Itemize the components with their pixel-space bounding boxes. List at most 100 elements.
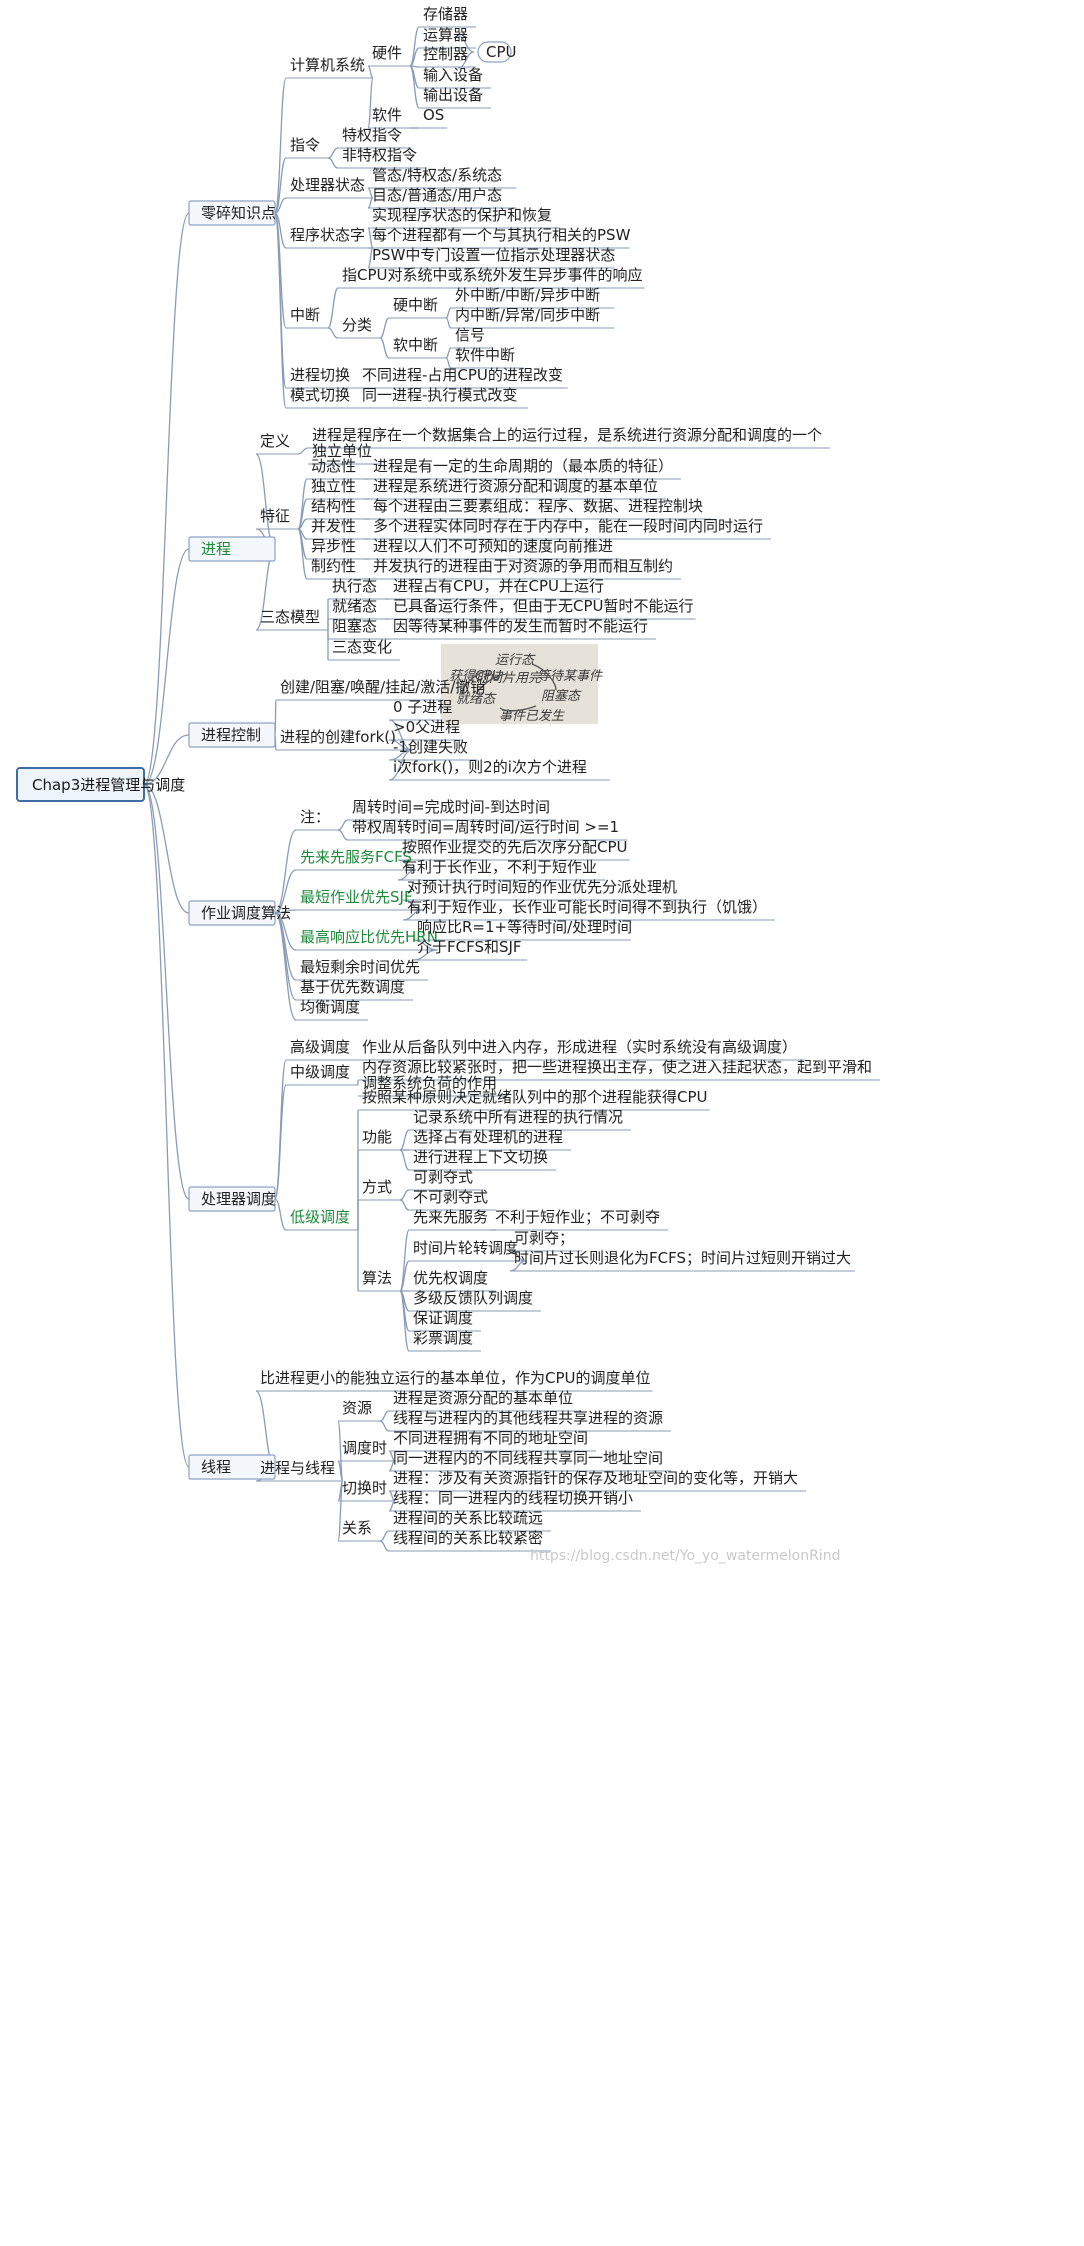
node-feature-0: 动态性 [311, 457, 356, 475]
node-feature-3: 并发性 [311, 517, 356, 535]
node-definition-text: 进程是程序在一个数据集合上的运行过程，是系统进行资源分配和调度的一个 [312, 426, 822, 444]
node-psw-2: 每个进程都有一个与其执行相关的PSW [372, 226, 631, 244]
node-pt-1-0: 不同进程拥有不同的地址空间 [393, 1429, 588, 1447]
node-algo-rr: 时间片轮转调度 [413, 1239, 518, 1257]
node-soft-interrupt-connector [379, 337, 390, 359]
node-hrn-2-connector [412, 949, 438, 961]
node-hw-item-1: 运算器 [423, 26, 468, 44]
branch-label-1: 进程 [201, 540, 231, 558]
root-label: Chap3进程管理与调度 [32, 776, 185, 794]
node-fork-1: >0父进程 [393, 718, 460, 736]
node-features: 特征 [260, 507, 290, 525]
node-pt-0-0-connector [379, 1410, 390, 1422]
branch-node-2 [188, 722, 276, 748]
node-sjf-2-connector [402, 909, 423, 921]
node-fork-3: i次fork()，则2的i次方个进程 [393, 758, 587, 776]
node-feature-desc-5: 并发执行的进程由于对资源的争用而相互制约 [373, 557, 673, 575]
node-state-1: 就绪态 [332, 597, 377, 615]
node-processor-state-connector [274, 197, 287, 214]
node-privileged-connector [327, 147, 339, 159]
node-thread-def: 比进程更小的能独立运行的基本单位，作为CPU的调度单位 [260, 1369, 651, 1387]
node-sjf: 最短作业优先SJF [300, 888, 413, 906]
node-algo-5: 彩票调度 [413, 1329, 473, 1347]
node-interrupt-def-connector [327, 287, 339, 329]
branch-node-5 [188, 1454, 276, 1480]
root-to-branch-2 [143, 734, 190, 786]
node-software: 软件 [372, 106, 402, 124]
node-signal: 信号 [455, 326, 485, 344]
branch-node-1 [188, 536, 276, 562]
node-signal-connector [445, 347, 452, 359]
photo-state-1: 就绪态 [456, 692, 497, 707]
node-definition: 定义 [260, 432, 290, 450]
node-turnaround-connector [337, 819, 349, 831]
node-interrupt: 中断 [290, 306, 320, 324]
node-method-0-connector [399, 1189, 410, 1201]
node-note: 注： [300, 808, 330, 826]
node-user-mode-connector [367, 197, 374, 209]
node-algo-rr-2: 时间片过长则退化为FCFS；时间片过短则开销过大 [514, 1249, 851, 1267]
node-algo-rr-connector [399, 1260, 410, 1292]
node-state-0: 执行态 [332, 577, 377, 595]
photo-state-0: 运行态 [495, 653, 536, 668]
photo-arrow-0 [461, 669, 489, 695]
branch-node-3 [188, 900, 276, 926]
node-priority: 基于优先数调度 [300, 978, 405, 996]
node-function-0-connector [399, 1129, 410, 1151]
node-algo-rr-1: 可剥夺； [514, 1229, 574, 1247]
node-hw-item-0-connector [409, 26, 420, 67]
node-weighted-turnaround: 带权周转时间=周转时间/运行时间 >=1 [352, 818, 619, 836]
photo-arrow-2 [499, 705, 537, 712]
node-hw-item-3: 输入设备 [423, 66, 483, 84]
photo-label-1: 等待某事件 [537, 669, 603, 684]
branch-label-5: 线程 [201, 1458, 231, 1476]
node-fcfs-1: 按照作业提交的先后次序分配CPU [402, 838, 628, 856]
node-pt-2-1: 线程：同一进程内的线程切换开销小 [393, 1489, 633, 1507]
node-feature-5: 制约性 [311, 557, 356, 575]
node-hardware: 硬件 [372, 44, 402, 62]
node-pt-0-1-connector [379, 1420, 390, 1432]
node-interrupt-class-connector [327, 327, 339, 339]
node-hard-interrupt-connector [379, 317, 390, 339]
node-definition-connector [255, 453, 276, 550]
root-to-branch-0 [143, 212, 190, 786]
node-fcfs-2: 有利于长作业，不利于短作业 [402, 858, 597, 876]
node-algo-fcfs: 先来先服务 [413, 1208, 488, 1226]
node-psw: 程序状态字 [290, 226, 365, 244]
node-sjf-1: 对预计执行时间短的作业优先分派处理机 [407, 878, 677, 896]
node-software-interrupt: 软件中断 [455, 346, 515, 364]
node-interrupt-def: 指CPU对系统中或系统外发生异步事件的响应 [342, 266, 643, 284]
node-definition-text-line2: 独立单位 [312, 442, 372, 460]
node-fork-0: 0 子进程 [393, 698, 452, 716]
branch-label-4: 处理器调度 [201, 1190, 276, 1208]
node-fcfs-2-connector [397, 869, 416, 881]
node-process-switch-desc: 不同进程-占用CPU的进程改变 [362, 366, 563, 384]
node-feature-desc-1: 进程是系统进行资源分配和调度的基本单位 [373, 477, 658, 495]
node-pt-1-1-connector [388, 1460, 396, 1472]
root-to-branch-5 [143, 783, 190, 1468]
node-external-interrupt: 外中断/中断/异步中断 [455, 286, 600, 304]
node-low-level: 低级调度 [290, 1208, 350, 1226]
cpu-callout [477, 41, 512, 63]
node-pt-2: 切换时 [342, 1479, 387, 1497]
node-state-desc-1: 已具备运行条件，但由于无CPU暂时不能运行 [393, 597, 694, 615]
node-hrn-1: 响应比R=1+等待时间/处理时间 [417, 918, 632, 936]
edges-layer [143, 26, 880, 1552]
node-instruction-connector [274, 157, 287, 214]
node-function: 功能 [362, 1128, 392, 1146]
node-hw-item-2: 控制器 [423, 45, 468, 63]
node-pt-3-connector [337, 1480, 344, 1542]
node-kernel-mode: 管态/特权态/系统态 [372, 166, 502, 184]
node-sjf-connector [274, 909, 297, 914]
branch-label-2: 进程控制 [201, 726, 261, 744]
node-fork-2: -1创建失败 [393, 738, 468, 756]
node-pt-1: 调度时 [342, 1439, 387, 1457]
node-fcfs: 先来先服务FCFS [300, 848, 412, 866]
node-algo-3: 多级反馈队列调度 [413, 1289, 533, 1307]
node-mid-level: 中级调度 [290, 1063, 350, 1081]
node-pt-1-1: 同一进程内的不同线程共享同一地址空间 [393, 1449, 663, 1467]
node-state-desc-2: 因等待某种事件的发生而暂时不能运行 [393, 617, 648, 635]
node-processor-state: 处理器状态 [290, 176, 365, 194]
